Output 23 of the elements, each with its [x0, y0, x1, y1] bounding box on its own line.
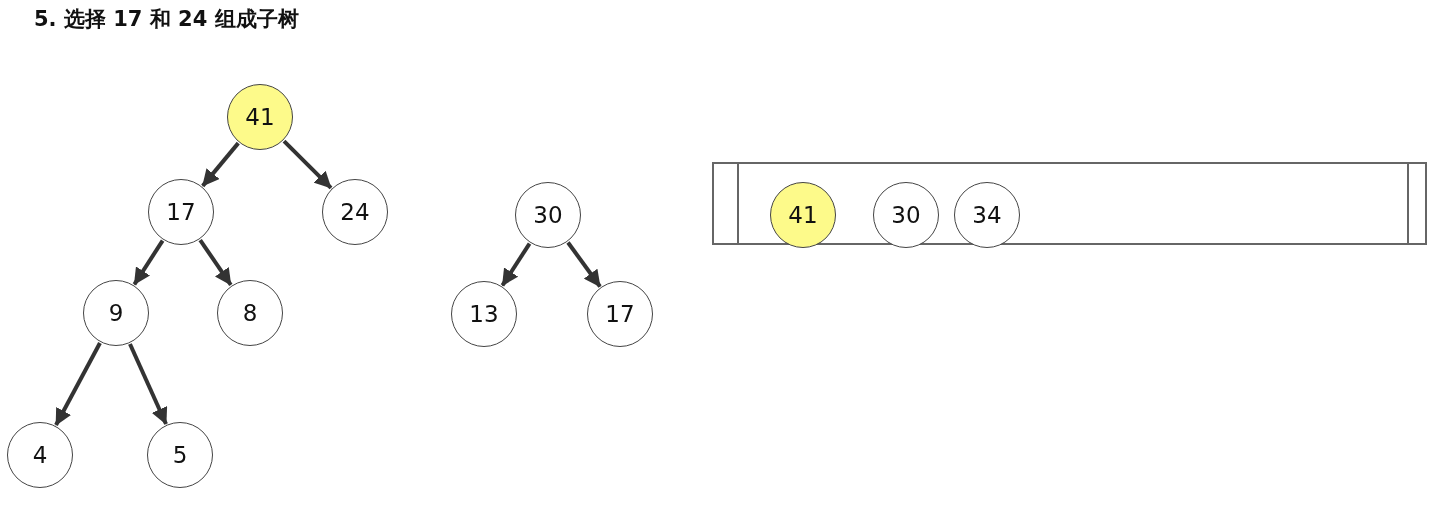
tree-node: 17 [148, 179, 214, 245]
arrow [566, 241, 602, 288]
tree-node: 5 [147, 422, 213, 488]
tree-node: 8 [217, 280, 283, 346]
tree-node: 13 [451, 281, 517, 347]
queue-box [712, 162, 1427, 245]
arrow [500, 242, 532, 287]
title: 5. 选择 17 和 24 组成子树 [34, 6, 299, 33]
tree-node: 4 [7, 422, 73, 488]
tree-node: 41 [227, 84, 293, 150]
tree-node: 24 [322, 179, 388, 245]
arrow [282, 139, 333, 190]
tree-node: 41 [770, 182, 836, 248]
tree-node: 9 [83, 280, 149, 346]
arrow [128, 343, 168, 425]
tree-node: 30 [515, 182, 581, 248]
arrow [201, 141, 240, 188]
tree-node: 30 [873, 182, 939, 248]
tree-node: 34 [954, 182, 1020, 248]
arrow [132, 239, 165, 286]
tree-node: 17 [587, 281, 653, 347]
arrow [54, 342, 102, 426]
arrow [198, 238, 233, 287]
